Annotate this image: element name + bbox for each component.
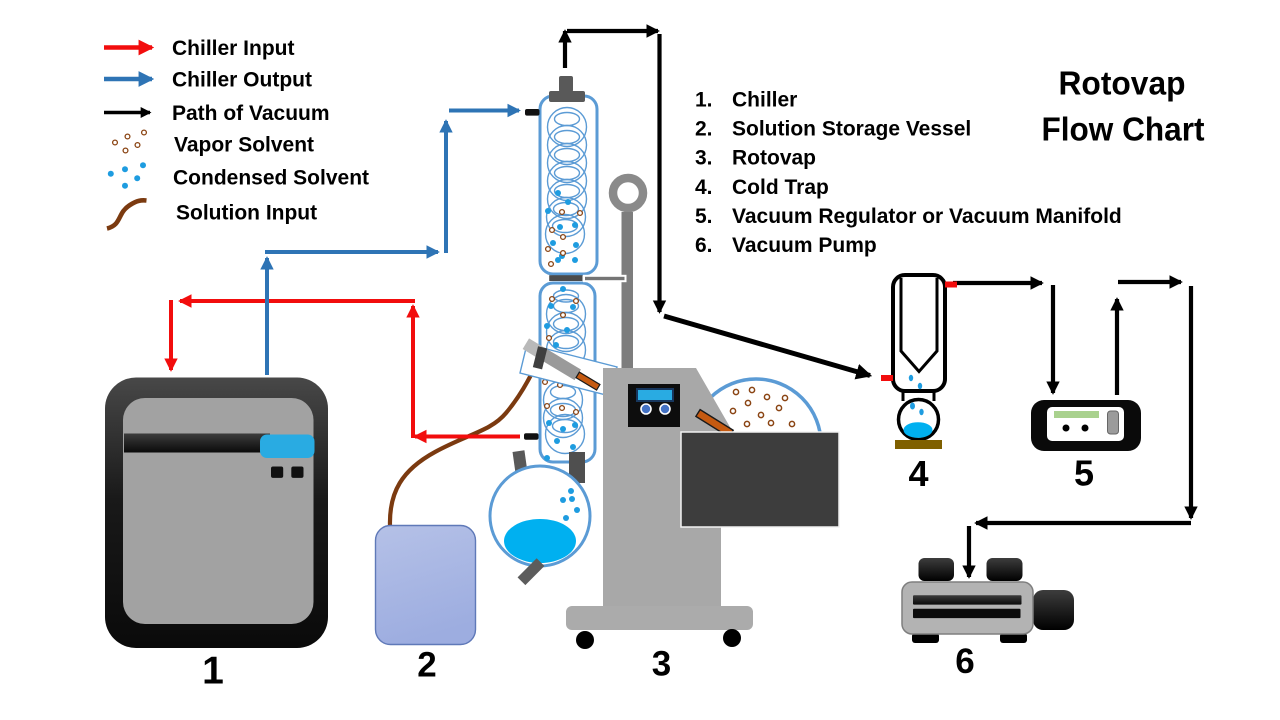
svg-text:Rotovap: Rotovap [1059, 65, 1186, 102]
svg-text:3.: 3. [695, 147, 713, 170]
svg-text:Flow Chart: Flow Chart [1042, 111, 1205, 148]
svg-text:Chiller: Chiller [732, 89, 797, 112]
svg-text:Rotovap: Rotovap [732, 147, 816, 170]
svg-text:Cold Trap: Cold Trap [732, 176, 829, 199]
svg-text:Vapor Solvent: Vapor Solvent [174, 134, 314, 157]
svg-text:6: 6 [955, 642, 974, 681]
svg-text:3: 3 [652, 645, 671, 684]
svg-text:Solution Storage Vessel: Solution Storage Vessel [732, 118, 971, 141]
svg-text:Vacuum Regulator or Vacuum Man: Vacuum Regulator or Vacuum Manifold [732, 205, 1122, 228]
svg-text:4: 4 [908, 453, 928, 494]
svg-text:Path of Vacuum: Path of Vacuum [172, 102, 330, 125]
svg-text:Chiller Input: Chiller Input [172, 37, 295, 60]
svg-text:Vacuum Pump: Vacuum Pump [732, 234, 877, 257]
svg-text:Condensed Solvent: Condensed Solvent [173, 167, 369, 190]
svg-text:4.: 4. [695, 176, 713, 199]
svg-text:5.: 5. [695, 205, 713, 228]
svg-text:1: 1 [202, 650, 224, 693]
svg-text:2: 2 [417, 646, 436, 685]
svg-text:Chiller Output: Chiller Output [172, 69, 312, 92]
svg-text:1.: 1. [695, 89, 713, 112]
svg-text:Solution Input: Solution Input [176, 202, 317, 225]
svg-text:2.: 2. [695, 118, 713, 141]
svg-text:5: 5 [1074, 453, 1094, 494]
svg-text:6.: 6. [695, 234, 713, 257]
